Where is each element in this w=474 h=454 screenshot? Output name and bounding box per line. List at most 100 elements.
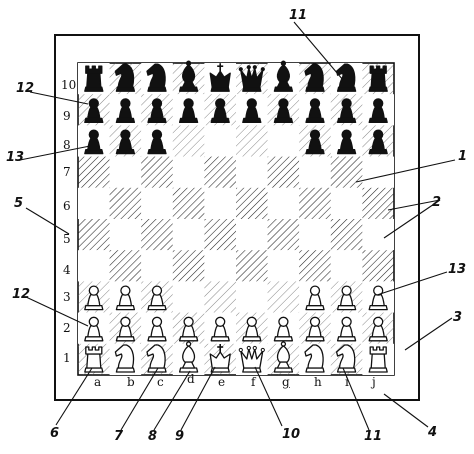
black-pawn-piece: [115, 98, 136, 124]
leader-12-top: [29, 91, 89, 105]
leader-10: [254, 366, 283, 427]
leader-11-top: [293, 21, 344, 81]
callout-13-bottom: 13: [448, 262, 467, 277]
square-e3: [204, 281, 236, 313]
leader-4: [383, 393, 429, 428]
square-a5: [78, 219, 110, 251]
square-j6: [362, 187, 394, 219]
square-e5: [204, 219, 236, 251]
white-knight-piece: [335, 344, 357, 373]
white-pawn-piece: [210, 316, 230, 342]
callout-leader-lines: [19, 21, 456, 431]
leader-8: [153, 370, 191, 431]
board-pieces: [84, 60, 388, 373]
black-pawn-piece: [84, 129, 104, 155]
rank-label-1: 1: [63, 351, 71, 365]
leader-13-bottom: [376, 271, 448, 296]
black-pawn-piece: [147, 98, 167, 124]
square-g8: [267, 125, 300, 157]
callout-1: 1: [458, 149, 468, 164]
leader-6: [55, 367, 93, 426]
black-pawn-piece: [336, 98, 357, 124]
square-i7: [330, 156, 363, 188]
black-pawn-piece: [305, 98, 325, 124]
square-d5: [172, 219, 205, 251]
square-h7: [299, 156, 331, 188]
square-h5: [299, 219, 331, 251]
square-i5: [330, 219, 363, 251]
white-pawn-piece: [368, 316, 388, 342]
black-bishop-piece: [273, 60, 294, 92]
square-h4: [299, 250, 331, 282]
rank-label-10: 10: [61, 78, 77, 92]
square-c6: [141, 187, 173, 219]
square-a6: [78, 187, 110, 219]
square-g5: [267, 219, 300, 251]
square-i4: [330, 250, 363, 282]
leader-1: [355, 159, 456, 183]
leader-5: [25, 207, 70, 235]
black-pawn-piece: [242, 98, 262, 124]
callout-11-bottom: 11: [364, 429, 383, 444]
square-e6: [204, 187, 236, 219]
callout-3: 3: [453, 310, 463, 325]
square-g6: [267, 187, 300, 219]
square-c7: [141, 156, 173, 188]
leader-7: [120, 367, 159, 431]
file-label-b: b: [127, 375, 135, 389]
black-pawn-piece: [210, 98, 230, 124]
rank-label-5: 5: [63, 232, 71, 246]
rank-label-9: 9: [63, 109, 71, 123]
square-g7: [267, 156, 300, 188]
square-b7: [109, 156, 142, 188]
square-b5: [109, 219, 142, 251]
callout-11-top: 11: [289, 8, 308, 23]
square-f7: [236, 156, 268, 188]
callout-8: 8: [148, 429, 158, 444]
rank-label-6: 6: [63, 199, 71, 213]
square-d7: [172, 156, 205, 188]
black-rook-piece: [368, 65, 388, 92]
file-label-e: e: [218, 375, 226, 389]
callout-7: 7: [114, 429, 124, 444]
white-knight-piece: [304, 344, 325, 373]
square-b4: [109, 250, 142, 282]
square-f3: [236, 281, 268, 313]
leader-3: [404, 317, 453, 351]
square-g4: [267, 250, 300, 282]
callout-10: 10: [282, 427, 301, 442]
black-pawn-piece: [336, 129, 357, 155]
square-e7: [204, 156, 236, 188]
white-pawn-piece: [368, 285, 388, 311]
file-label-a: a: [94, 375, 102, 389]
black-king-piece: [209, 63, 231, 92]
black-pawn-piece: [147, 129, 167, 155]
file-label-d: d: [187, 372, 195, 386]
file-label-c: c: [157, 375, 164, 389]
callout-6: 6: [50, 426, 60, 441]
white-pawn-piece: [84, 285, 104, 311]
white-pawn-piece: [115, 316, 136, 342]
rank-label-3: 3: [63, 290, 71, 304]
file-label-j: j: [372, 375, 376, 389]
leader-13-top: [19, 145, 91, 161]
black-knight-piece: [114, 63, 136, 92]
callout-13-top: 13: [6, 150, 25, 165]
black-pawn-piece: [178, 98, 199, 124]
white-pawn-piece: [147, 316, 167, 342]
white-pawn-piece: [336, 316, 357, 342]
square-d6: [172, 187, 205, 219]
square-i6: [330, 187, 363, 219]
white-pawn-piece: [305, 285, 325, 311]
callout-9: 9: [175, 429, 185, 444]
callout-12-bottom: 12: [12, 287, 31, 302]
black-rook-piece: [84, 65, 104, 92]
leader-12-bottom: [25, 296, 89, 327]
black-pawn-piece: [368, 129, 388, 155]
black-pawn-piece: [368, 98, 388, 124]
leader-11-bottom: [342, 367, 370, 431]
square-j7: [362, 156, 394, 188]
black-queen-piece: [238, 65, 265, 92]
callout-2: 2: [432, 195, 442, 210]
